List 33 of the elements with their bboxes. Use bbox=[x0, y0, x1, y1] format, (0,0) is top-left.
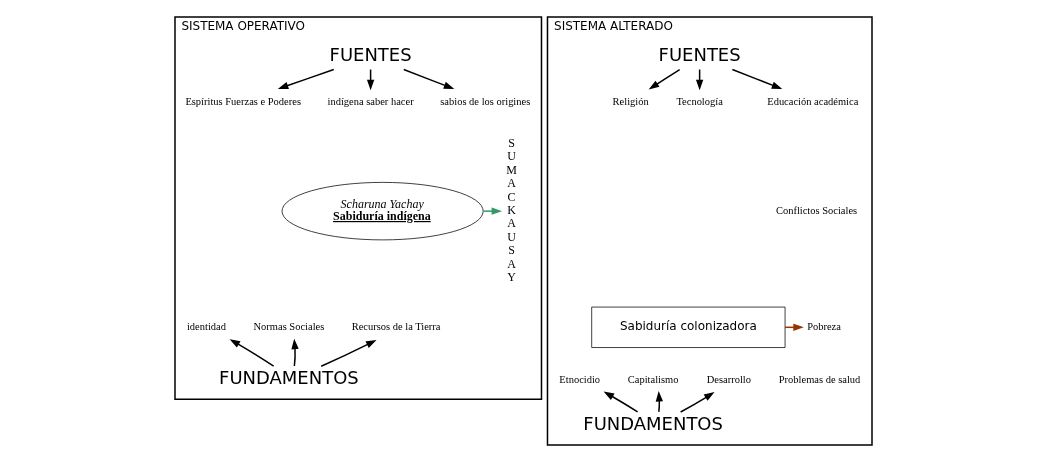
node-text: sabios de los origines bbox=[440, 95, 531, 107]
node-text: Etnocidio bbox=[559, 373, 601, 385]
node-text: Recursos de la Tierra bbox=[351, 321, 441, 333]
arrow bbox=[482, 207, 503, 215]
node-text: Desarrollo bbox=[706, 373, 751, 385]
node-text: FUENTES bbox=[658, 43, 741, 65]
node-text: Religión bbox=[612, 95, 649, 107]
node-text: Espíritus Fuerzas e Poderes bbox=[185, 95, 301, 107]
arrow bbox=[648, 68, 681, 90]
arrow bbox=[679, 392, 715, 413]
arrow bbox=[403, 68, 455, 89]
arrow bbox=[277, 68, 335, 89]
node-text: Capitalismo bbox=[627, 373, 679, 385]
arrow bbox=[655, 391, 664, 413]
node-text: Problemas de salud bbox=[778, 373, 861, 385]
node-text: FUNDAMENTOS bbox=[219, 367, 359, 389]
node-text: Educación académica bbox=[767, 95, 859, 107]
node-text: S U M A C K A U S A Y bbox=[506, 135, 517, 285]
node-text: Tecnología bbox=[676, 95, 723, 107]
node-text: Pobreza bbox=[807, 321, 841, 333]
node-text: Conflictos Sociales bbox=[775, 204, 858, 216]
node-text: identidad bbox=[186, 321, 226, 333]
node-text: FUNDAMENTOS bbox=[583, 413, 723, 435]
arrow bbox=[731, 68, 783, 90]
arrow bbox=[291, 338, 299, 367]
node-box: Sabiduría colonizadora bbox=[591, 306, 786, 348]
node-text: FUENTES bbox=[329, 43, 412, 65]
arrow bbox=[229, 339, 275, 367]
arrow bbox=[603, 391, 639, 413]
arrow bbox=[320, 339, 377, 367]
node-ellipse: Scharuna Yachay Sabiduría indígena bbox=[281, 182, 484, 241]
node-text: indígena saber hacer bbox=[327, 95, 414, 107]
node-text: Normas Sociales bbox=[253, 321, 325, 333]
